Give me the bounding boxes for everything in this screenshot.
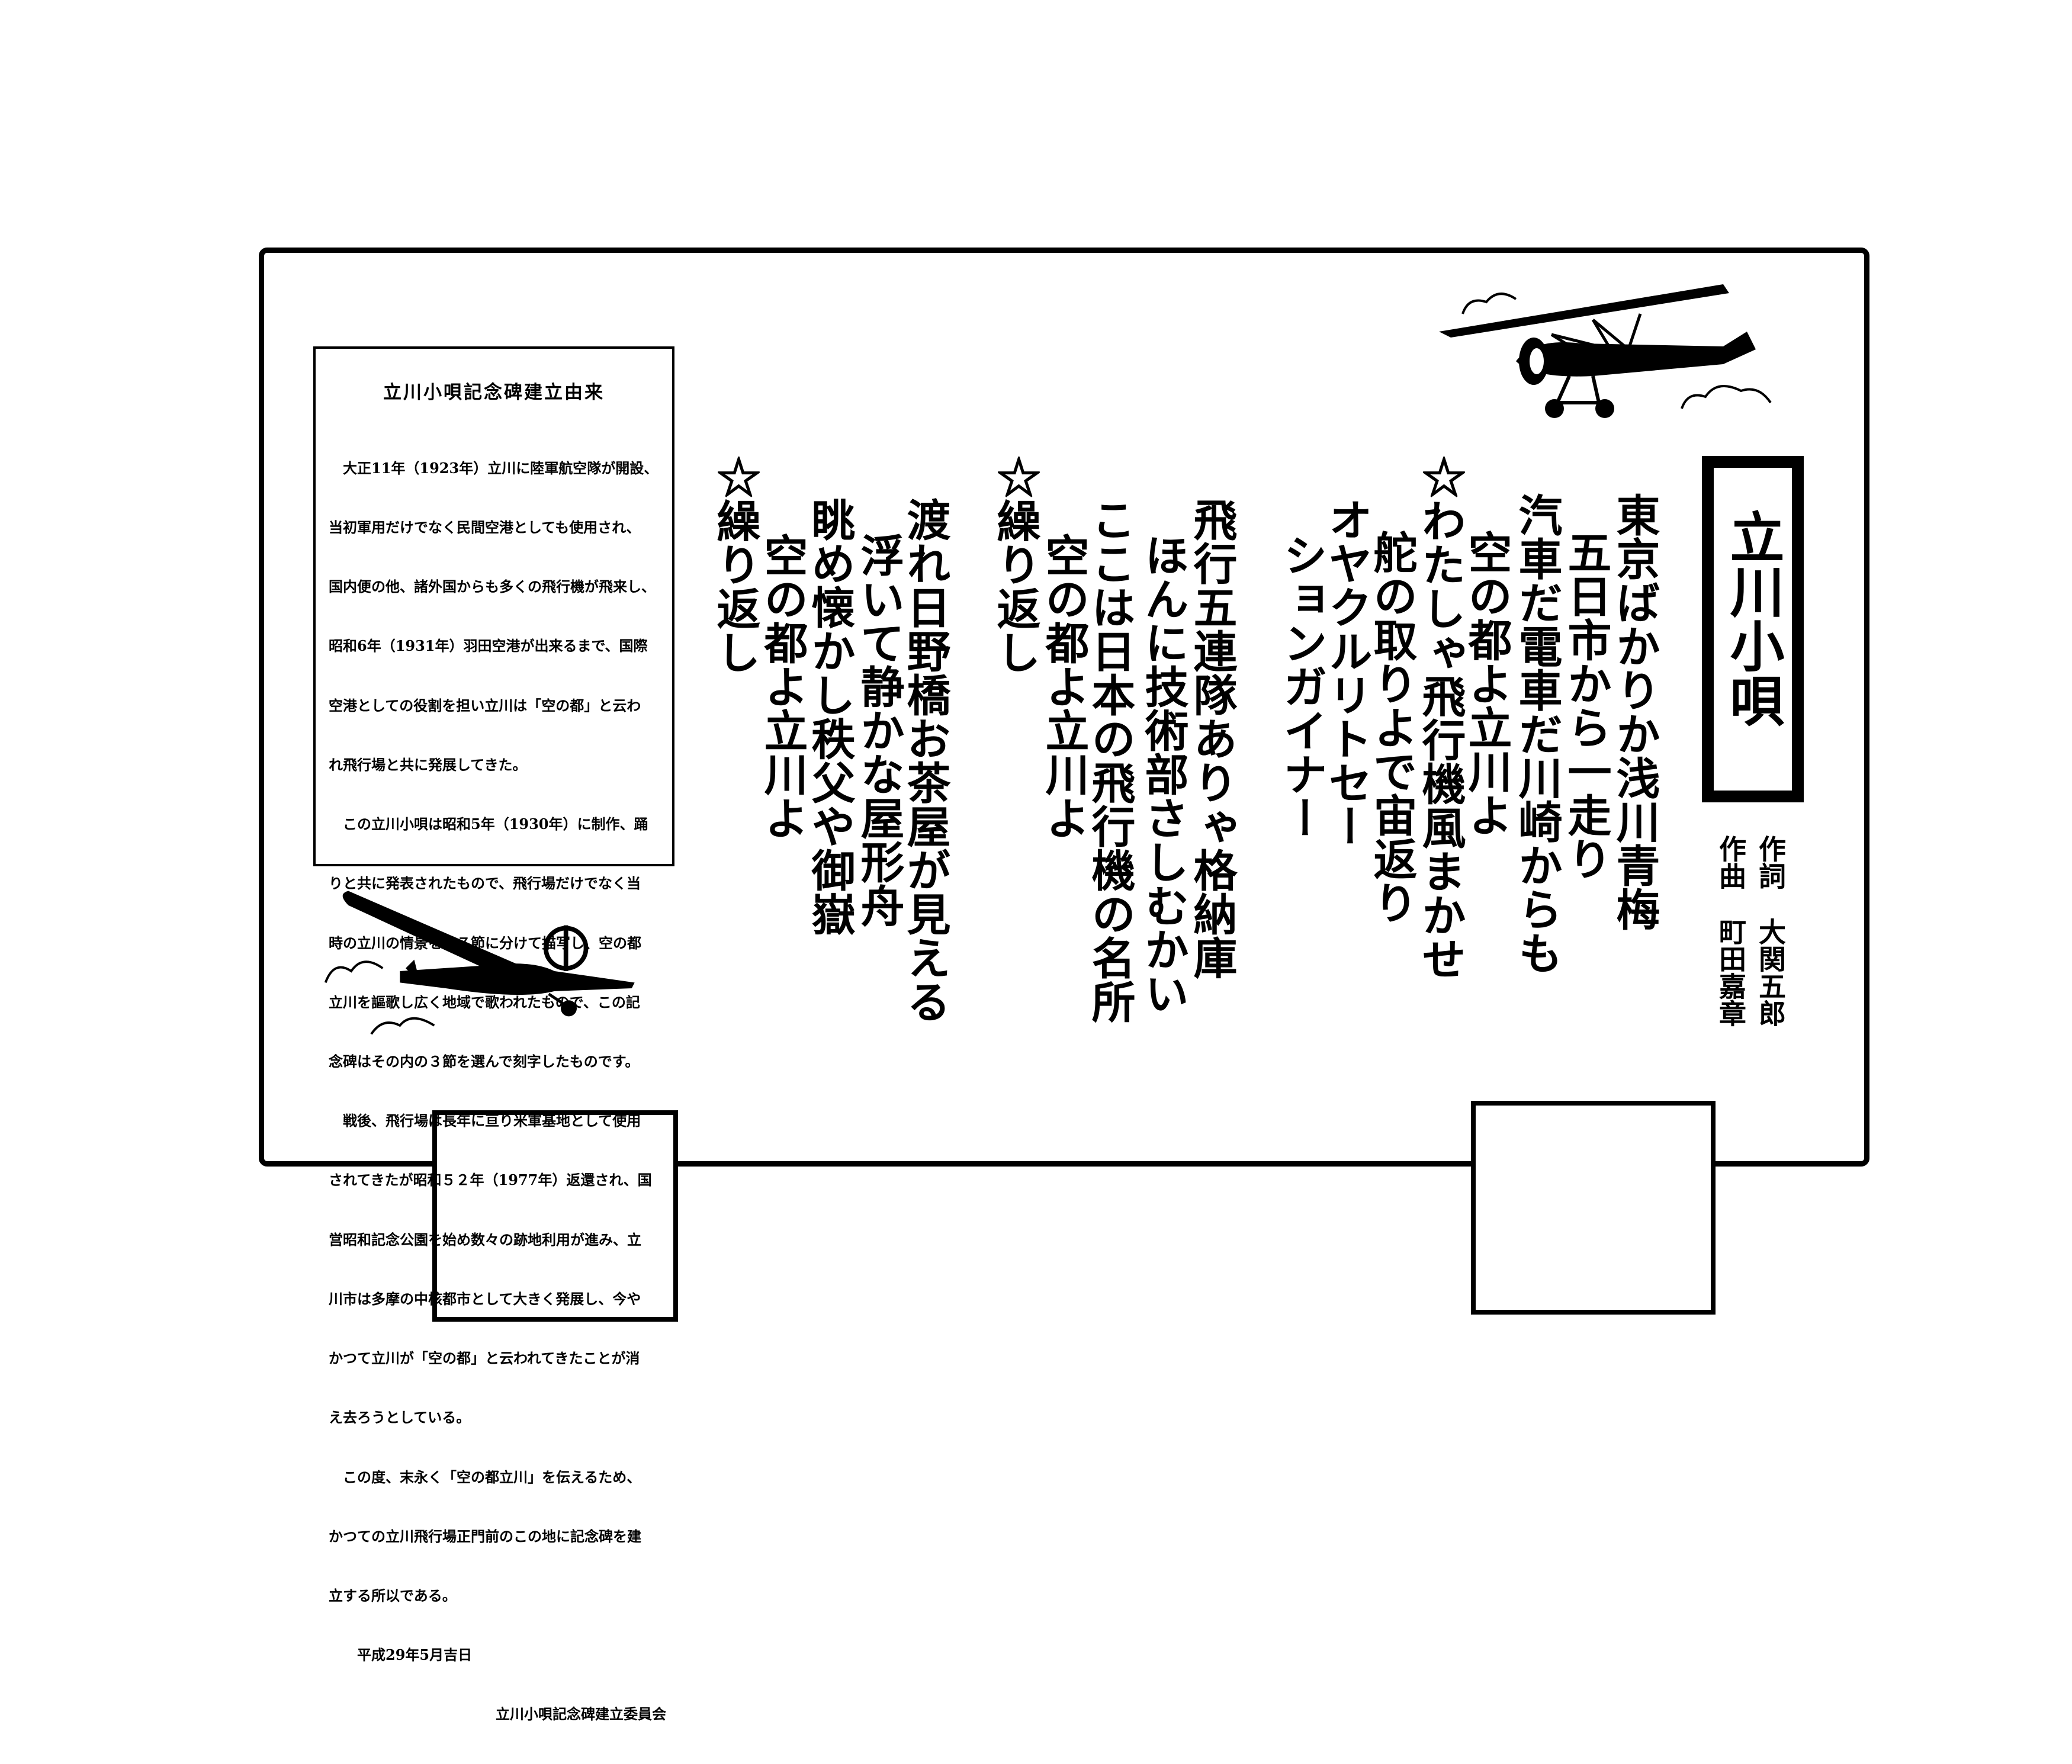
plaque-line: この立川小唄は昭和5年（1930年）に制作、踊 bbox=[329, 815, 648, 833]
pedestal-left bbox=[432, 1110, 678, 1322]
lyricist-label: 作詞 bbox=[1755, 835, 1787, 889]
lyric-line: 汽車だ電車だ川崎からも bbox=[1511, 493, 1562, 975]
monoplane-icon bbox=[324, 891, 635, 1035]
lyric-line: 空の都よ立川よ bbox=[1461, 530, 1512, 837]
pedestal-right bbox=[1471, 1101, 1716, 1315]
lyric-line: 渡れ日野橋お茶屋が見える bbox=[900, 497, 950, 1023]
plaque-line: かつて立川が「空の都」と云われてきたことが消 bbox=[329, 1349, 640, 1367]
plaque-line: かつての立川飛行場正門前のこの地に記念碑を建 bbox=[329, 1527, 641, 1545]
lyric-line: ☆繰り返し bbox=[709, 455, 760, 674]
composer-name: 町田嘉章 bbox=[1715, 918, 1747, 1027]
lyric-line: ほんに技術部さしむかい bbox=[1138, 533, 1188, 1015]
lyric-line: オヤクルリトセー bbox=[1321, 497, 1372, 848]
plaque-body: 大正11年（1923年）立川に陸軍航空隊が開設、 当初軍用だけでなく民間空港とし… bbox=[329, 419, 666, 1764]
plaque-line: されてきたが昭和５２年（1977年）返還され、国 bbox=[329, 1171, 652, 1189]
plaque-line: れ飛行場と共に発展してきた。 bbox=[329, 756, 527, 773]
plaque-line: りと共に発表されたもので、飛行場だけでなく当 bbox=[329, 875, 641, 892]
composer-label: 作曲 bbox=[1715, 835, 1747, 889]
lyric-line: 東京ばかりか浅川青梅 bbox=[1609, 493, 1660, 931]
history-plaque: 立川小唄記念碑建立由来 大正11年（1923年）立川に陸軍航空隊が開設、 当初軍… bbox=[313, 346, 674, 1723]
lyric-line: 空の都よ立川よ bbox=[757, 533, 808, 840]
plaque-line: 空港としての役割を担い立川は「空の都」と云わ bbox=[329, 696, 641, 714]
lyric-line: ☆わたしゃ飛行機風まかせ bbox=[1415, 455, 1466, 981]
biplane-icon bbox=[1439, 284, 1772, 418]
lyric-line: 五日市から一走り bbox=[1560, 530, 1611, 881]
plaque-title: 立川小唄記念碑建立由来 bbox=[383, 382, 605, 403]
lyric-line: ここは日本の飛行機の名所 bbox=[1084, 497, 1135, 1023]
plaque-line: 当初軍用だけでなく民間空港としても使用され、 bbox=[329, 519, 641, 536]
plaque-line: 営昭和記念公園を始め数々の跡地利用が進み、立 bbox=[329, 1230, 641, 1248]
lyricist-name: 大関五郎 bbox=[1755, 918, 1787, 1027]
plaque-line: 川市は多摩の中核都市として大きく発展し、今や bbox=[329, 1290, 641, 1307]
cloud-icon bbox=[1681, 385, 1772, 409]
plaque-line: 念碑はその内の３節を選んで刻字したものです。 bbox=[329, 1053, 640, 1070]
plaque-signature: 立川小唄記念碑建立委員会 bbox=[496, 1705, 666, 1723]
lyric-line: 舵の取りよで宙返り bbox=[1366, 530, 1417, 924]
plaque-line: 立する所以である。 bbox=[329, 1586, 457, 1604]
plaque-line: 平成29年5月吉日 bbox=[329, 1646, 473, 1664]
plaque-line: 大正11年（1923年）立川に陸軍航空隊が開設、 bbox=[329, 459, 658, 477]
song-title: 立川小唄 bbox=[1721, 509, 1785, 727]
cloud-icon bbox=[1461, 293, 1517, 314]
lyric-line: 空の都よ立川よ bbox=[1038, 533, 1089, 840]
lyric-line: 浮いて静かな屋形舟 bbox=[853, 533, 904, 927]
lyric-line: ☆繰り返し bbox=[990, 455, 1040, 674]
plaque-line: 立川を謳歌し広く地域で歌われたもので、この記 bbox=[329, 993, 640, 1011]
plaque-line: 戦後、飛行場は長年に亘り米軍基地として使用 bbox=[329, 1112, 641, 1130]
plaque-line: 時の立川の情景を２７節に分けて描写し、空の都 bbox=[329, 934, 641, 952]
lyric-line: 眺め懐かし秩父や御嶽 bbox=[804, 497, 855, 936]
song-title-box: 立川小唄 bbox=[1702, 456, 1804, 802]
plaque-line: この度、末永く「空の都立川」を伝えるため、 bbox=[329, 1468, 641, 1486]
cloud-icon bbox=[324, 960, 435, 1035]
monument-outline bbox=[259, 248, 1869, 1167]
plaque-line: 国内便の他、諸外国からも多くの飛行機が飛来し、 bbox=[329, 578, 656, 596]
plaque-line: え去ろうとしている。 bbox=[329, 1409, 471, 1426]
lyric-line: ションガイナー bbox=[1276, 533, 1327, 840]
lyric-line: 飛行五連隊ありゃ格納庫 bbox=[1186, 497, 1237, 979]
plaque-line: 昭和6年（1931年）羽田空港が出来るまで、国際 bbox=[329, 637, 648, 655]
